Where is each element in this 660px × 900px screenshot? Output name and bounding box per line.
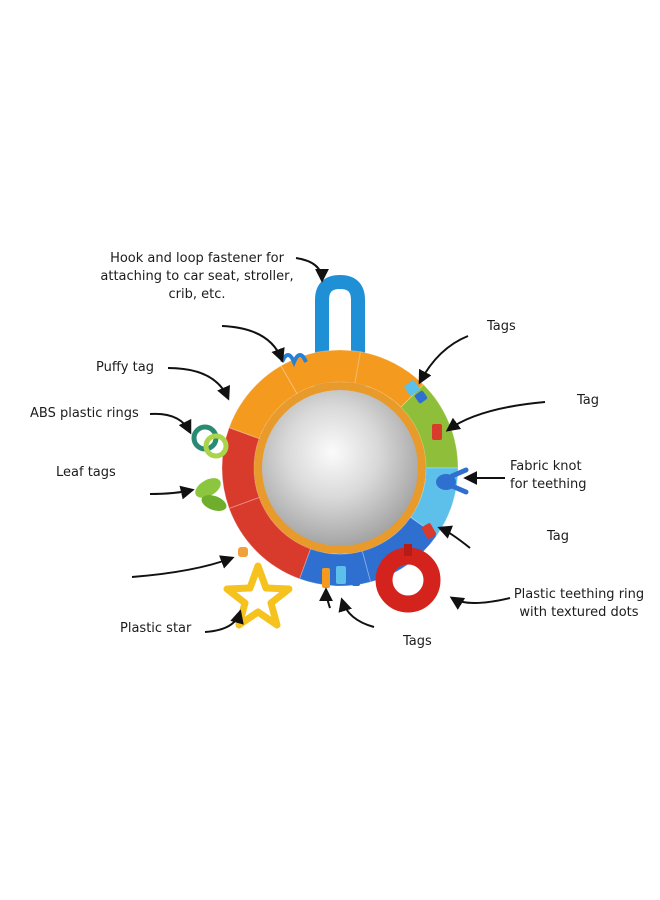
arrow-puffy-tag xyxy=(167,367,230,401)
label-abs-plastic-rings: ABS plastic rings xyxy=(30,406,139,421)
puffy-tag xyxy=(280,353,308,368)
label-tag-lower: Tag xyxy=(547,529,570,544)
label-plastic-star: Plastic star xyxy=(120,621,192,636)
arrow-tag-right xyxy=(445,401,546,432)
label-puffy-tag: Puffy tag xyxy=(96,360,154,375)
arrow-tags-bottom-b xyxy=(319,587,334,609)
label-fabric-knot: Fabric knot for teething xyxy=(510,459,587,492)
mirror xyxy=(262,390,418,546)
plastic-star xyxy=(223,547,293,629)
label-teething-ring: Plastic teething ring with textured dots xyxy=(513,587,645,620)
abs-plastic-rings xyxy=(191,424,229,459)
label-tag-right: Tag xyxy=(577,393,600,408)
arrow-leaf-tags xyxy=(149,485,195,500)
arrow-plastic-star xyxy=(131,555,235,578)
arrow-hook-loop-2 xyxy=(221,325,285,363)
teething-ring xyxy=(375,544,441,613)
hook-loop-strap xyxy=(315,274,365,475)
top-tags xyxy=(404,380,428,404)
arrow-plastic-star-2 xyxy=(204,609,244,633)
lower-right-tag xyxy=(421,523,437,539)
callout-arrows xyxy=(131,257,546,633)
arrow-tag-lower xyxy=(437,525,471,549)
right-tag xyxy=(432,424,442,440)
arrow-teething-ring xyxy=(449,596,511,610)
arrow-hook-loop xyxy=(295,257,329,283)
ring-segment-red-2 xyxy=(221,427,260,509)
leaf-tags xyxy=(195,478,227,511)
label-leaf-tags: Leaf tags xyxy=(56,465,116,480)
label-tags-top: Tags xyxy=(487,319,516,334)
arrow-tags-bottom-a xyxy=(338,597,375,628)
arrow-tags-top xyxy=(418,335,469,385)
label-tags-bottom: Tags xyxy=(403,634,432,649)
bottom-tags xyxy=(322,566,360,588)
label-hook-loop-fastener: Hook and loop fastener for attaching to … xyxy=(100,251,294,302)
arrow-abs-rings xyxy=(149,412,192,435)
